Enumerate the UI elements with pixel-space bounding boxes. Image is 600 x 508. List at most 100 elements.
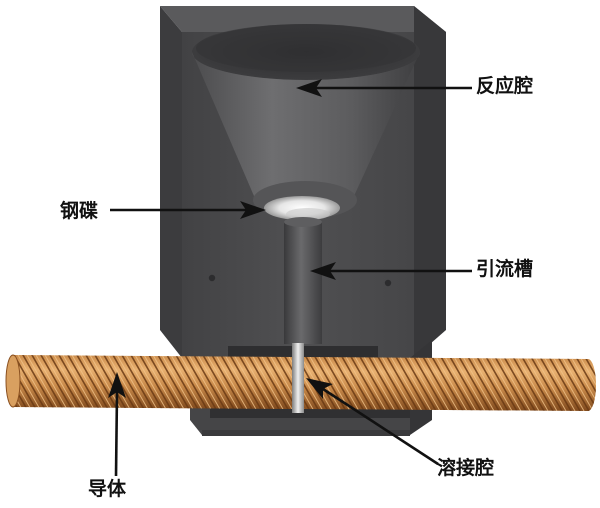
copper-strand xyxy=(6,355,24,409)
copper-strand xyxy=(45,355,87,409)
copper-strand xyxy=(252,355,292,409)
copper-strand-highlight xyxy=(139,355,181,409)
screw-hole-left xyxy=(208,274,216,282)
copper-strand-highlight xyxy=(493,357,535,411)
copper-strand-highlight xyxy=(304,357,328,411)
copper-strand xyxy=(525,357,567,411)
arrow-conductor xyxy=(114,391,119,477)
copper-strand-highlight xyxy=(40,355,82,409)
copper-strand xyxy=(489,357,531,411)
copper-strand xyxy=(207,355,249,409)
copper-strand-highlight xyxy=(130,355,172,409)
copper-strand-highlight xyxy=(547,357,589,411)
copper-strand-highlight xyxy=(121,355,163,409)
label-tap-channel: 引流槽 xyxy=(476,258,534,280)
copper-strand-highlight xyxy=(556,357,596,411)
tap-channel-top xyxy=(284,217,322,227)
copper-strand-highlight xyxy=(430,357,472,411)
copper-strand-highlight xyxy=(304,357,319,411)
copper-strand-highlight xyxy=(322,357,364,411)
screw-hole-right xyxy=(384,279,392,287)
copper-strand-highlight xyxy=(466,357,508,411)
copper-strand xyxy=(390,357,432,411)
copper-strand-highlight xyxy=(229,355,271,409)
copper-strand-highlight xyxy=(238,355,280,409)
steel-disc-shadow xyxy=(286,208,330,220)
copper-strand xyxy=(543,357,585,411)
copper-strand-highlight xyxy=(166,355,208,409)
arrow-tap-channel-head xyxy=(310,262,336,280)
copper-strand xyxy=(180,355,222,409)
copper-strand-highlight xyxy=(274,355,292,409)
copper-strand-highlight xyxy=(220,355,262,409)
copper-strand-highlight xyxy=(157,355,199,409)
copper-strand-highlight xyxy=(247,355,289,409)
copper-strand xyxy=(399,357,441,411)
copper-conductor xyxy=(0,343,596,418)
callout-arrows xyxy=(108,79,472,477)
copper-strand xyxy=(327,357,369,411)
copper-strand-highlight xyxy=(367,357,409,411)
mold-left-face xyxy=(160,6,182,358)
copper-strand xyxy=(36,355,78,409)
copper-strand-highlight xyxy=(193,355,235,409)
copper-strand xyxy=(135,355,177,409)
graphite-mold xyxy=(160,6,446,436)
copper-strand-highlight xyxy=(76,355,118,409)
copper-strand xyxy=(108,355,150,409)
copper-strand xyxy=(189,355,231,409)
copper-strand-highlight xyxy=(202,355,244,409)
copper-strand xyxy=(243,355,285,409)
arrow-conductor-head xyxy=(108,372,126,398)
copper-strand xyxy=(72,355,114,409)
copper-strand xyxy=(90,355,132,409)
copper-strand xyxy=(354,357,396,411)
conductor-shadow-bottom xyxy=(210,408,410,418)
conductor-left-segment xyxy=(0,348,292,418)
label-weld-cavity: 溶接腔 xyxy=(437,457,495,479)
label-conductor: 导体 xyxy=(88,478,127,500)
copper-strand xyxy=(507,357,549,411)
copper-strand-highlight xyxy=(256,355,292,409)
copper-strand xyxy=(516,357,558,411)
mold-top-face xyxy=(160,6,446,32)
copper-strand xyxy=(18,355,60,409)
copper-strand-highlight xyxy=(148,355,190,409)
copper-strand xyxy=(63,355,105,409)
copper-strand xyxy=(363,357,405,411)
copper-strand xyxy=(444,357,486,411)
mold-side-face xyxy=(414,6,446,358)
copper-strand xyxy=(198,355,240,409)
conductor-right-segment xyxy=(304,357,596,411)
copper-strand xyxy=(372,357,414,411)
label-steel-disc: 钢碟 xyxy=(60,200,99,222)
copper-strand-highlight xyxy=(475,357,517,411)
copper-strand-highlight xyxy=(31,355,73,409)
reaction-chamber-cone xyxy=(192,52,420,212)
copper-strand-highlight xyxy=(574,357,596,411)
copper-strand xyxy=(162,355,204,409)
copper-strand-highlight xyxy=(394,357,436,411)
copper-strand-highlight xyxy=(538,357,580,411)
copper-strand-highlight xyxy=(184,355,226,409)
copper-strand xyxy=(345,357,387,411)
arrow-weld-cavity-head xyxy=(306,378,333,399)
copper-strand xyxy=(279,355,292,409)
copper-strand xyxy=(534,357,576,411)
copper-strand xyxy=(54,355,96,409)
copper-strand xyxy=(336,357,378,411)
arrow-weld-cavity xyxy=(322,387,439,466)
copper-strand xyxy=(552,357,594,411)
copper-strand xyxy=(408,357,450,411)
copper-strand-highlight xyxy=(448,357,490,411)
copper-strand xyxy=(0,348,5,418)
mold-bottom-edge xyxy=(202,430,410,436)
reaction-chamber-opening xyxy=(196,24,416,72)
copper-strand-highlight xyxy=(211,355,253,409)
copper-strand xyxy=(579,357,596,411)
copper-strand-highlight xyxy=(85,355,127,409)
copper-strand-highlight xyxy=(565,357,596,411)
copper-strand xyxy=(426,357,468,411)
copper-strand-highlight xyxy=(112,355,154,409)
